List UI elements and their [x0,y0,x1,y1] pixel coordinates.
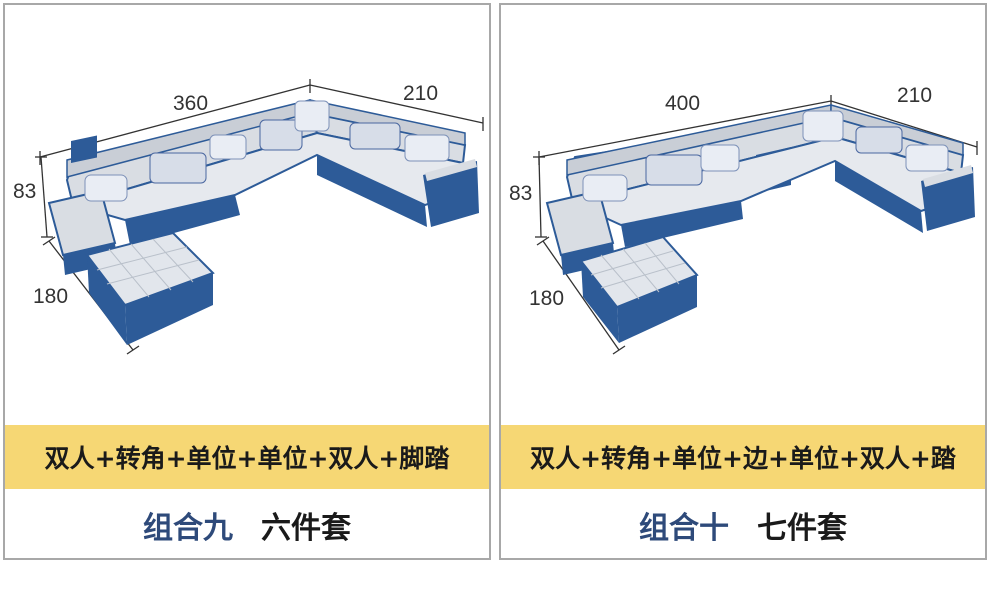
sofa-chaise [579,235,699,343]
sofa-image-area: 360 210 83 180 [5,5,489,425]
sofa-right-arm [423,159,479,227]
dim-height: 83 [509,182,533,205]
set-piece-count: 六件套 [261,511,351,546]
dim-chaise-length: 180 [529,287,565,310]
sofa-illustration [35,79,484,355]
set-group-label: 组合十 [639,511,729,546]
sofa-chaise [85,231,215,345]
dim-back-left-length: 400 [665,92,701,115]
product-card-set-9: 360 210 83 180 双人+转角+单位+单位+双人+脚踏 组合九 六件套 [3,3,491,560]
set-group-label: 组合九 [143,511,233,546]
dim-height: 83 [13,180,37,203]
set-caption: 组合九 六件套 [5,493,489,557]
set-piece-count: 七件套 [757,511,847,546]
product-card-set-10: 400 210 83 180 双人+转角+单位+边+单位+双人+踏 组合十 七件… [499,3,987,560]
components-banner: 双人+转角+单位+边+单位+双人+踏 [501,425,985,489]
sofa-illustration [533,95,978,355]
throw-pillows [84,100,450,202]
sofa-right-arm [921,165,975,231]
dim-back-left-length: 360 [173,92,209,115]
set-caption: 组合十 七件套 [501,493,985,557]
dim-back-right-length: 210 [403,82,439,105]
components-banner: 双人+转角+单位+单位+双人+脚踏 [5,425,489,489]
dim-chaise-length: 180 [33,285,69,308]
sofa-image-area: 400 210 83 180 [501,5,985,425]
throw-pillows [582,110,949,202]
dim-back-right-length: 210 [897,84,933,107]
